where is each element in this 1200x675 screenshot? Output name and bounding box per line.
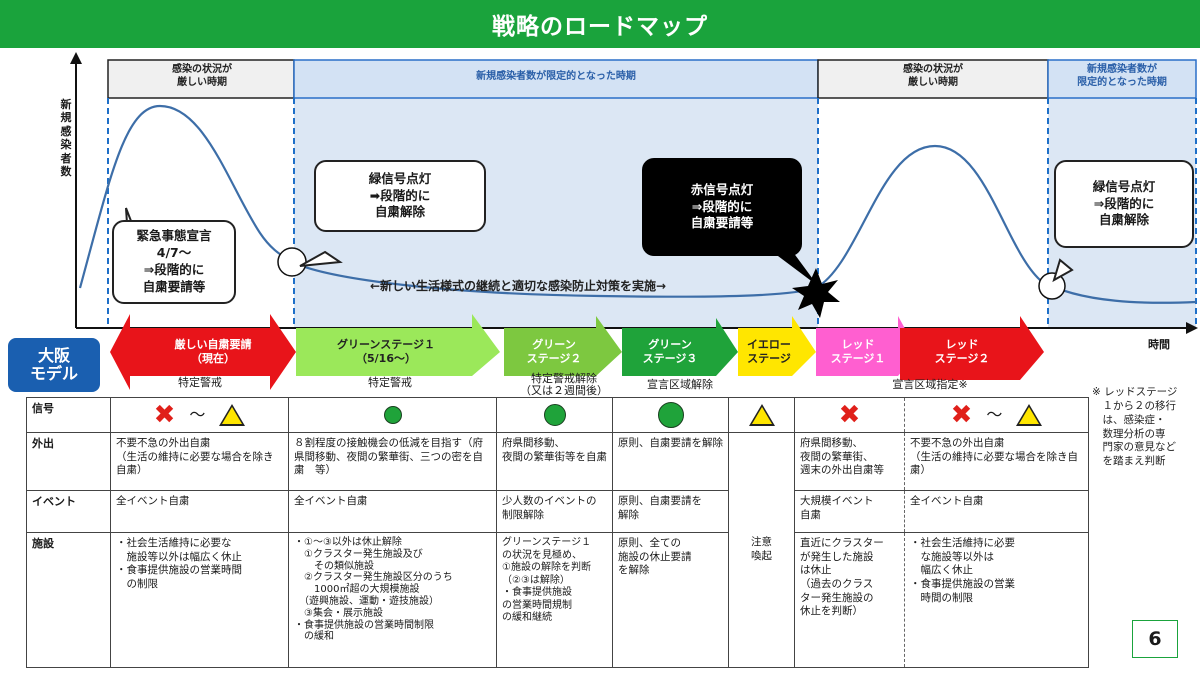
signal-green-1 [288,397,497,433]
x-axis-arrow [1186,322,1198,334]
stage-label-green-3: グリーン ステージ３ [642,338,698,365]
signal-yellow [728,397,795,433]
marker-red-light-burst [792,268,840,318]
outing-red-2: 不要不急の外出自粛 （生活の維持に必要な場合を除き自粛） [904,432,1089,491]
tail-red [770,248,818,286]
period-label-severe-2: 感染の状況が 厳しい時期 [903,64,963,88]
header-severe-2 [817,59,1049,99]
y-axis-label: 新規感染者数 [60,98,72,179]
stage-label-green-1: グリーンステージ１ （5/16～） [336,338,435,365]
badge-line-1: 大阪 [37,345,70,365]
rowhead-facility: 施設 [26,532,111,668]
tail-green-1 [299,250,343,267]
row-event: イベント 全イベント自粛 全イベント自粛 少人数のイベントの 制限解除 原則、自… [26,490,1089,533]
yellow-triangle-icon [748,404,775,426]
outing-green-3: 原則、自粛要請を解除 [612,432,729,491]
page-number: 6 [1132,620,1178,658]
callout-green-light-1: 緑信号点灯 ➡段階的に 自粛解除 [314,160,486,232]
policy-table: 信号 ✖ ～ ✖ ✖ ～ [26,397,1089,668]
header-severe-1 [107,59,295,99]
row-outing: 外出 不要不急の外出自粛 （生活の維持に必要な場合を除き自粛） ８割程度の接触機… [26,432,1089,668]
status-label-3: 宣言区域解除 [647,378,713,391]
stage-label-red-1: レッド ステージ１ [830,338,886,365]
facility-red-1: 直近にクラスター が発生した施設 は休止 （過去のクラス ター発生施設の 休止を… [794,532,905,668]
red-cross-icon: ✖ [838,400,861,430]
callout-emergency-declaration: 緊急事態宣言 4/7～ ⇒段階的に 自粛要請等 [112,220,236,304]
yellow-attention-cell: 注意 喚起 [728,432,795,668]
outing-strict: 不要不急の外出自粛 （生活の維持に必要な場合を除き自粛） [110,432,289,491]
event-green-1: 全イベント自粛 [288,490,497,533]
tilde-text: ～ [189,404,206,424]
y-axis-arrow [70,52,82,64]
stage-label-yellow: イエロー ステージ [747,338,791,365]
green-circle-medium-icon [543,404,566,426]
tail-green-2 [1052,258,1074,283]
green-circle-small-icon [383,406,402,424]
stage-arrow-green-3 [622,318,738,376]
signal-red-2: ✖ ～ [904,397,1089,433]
osaka-model-badge: 大阪 モデル [8,338,100,392]
facility-green-2: グリーンステージ１ の状況を見極め、 ①施設の解除を判断（②③は解除） ・食事提… [496,532,613,668]
stage-arrow-yellow [738,316,816,376]
event-strict: 全イベント自粛 [110,490,289,533]
stage-arrow-strict [110,314,296,390]
stage-label-green-2: グリーン ステージ２ [526,338,582,365]
badge-line-2: モデル [29,364,78,383]
red-cross-icon: ✖ [153,400,176,430]
stage-arrow-green-1 [296,314,500,376]
new-lifestyle-note: ←新しい生活様式の継続と適切な感染防止対策を実施→ [370,279,667,293]
signal-strict: ✖ ～ [110,397,289,433]
stage-arrow-red-2 [900,316,1044,380]
status-label-0: 特定警戒 [178,376,222,389]
rowhead-outing: 外出 [26,432,111,491]
stage-arrow-green-2 [504,316,622,376]
event-green-2: 少人数のイベントの 制限解除 [496,490,613,533]
callout-red-light: 赤信号点灯 ⇒段階的に 自粛要請等 [642,158,802,256]
signal-red-1: ✖ [794,397,905,433]
status-label-1: 特定警戒 [368,376,412,389]
stage-label-strict: 厳しい自粛要請 （現在） [174,338,252,365]
yellow-triangle-icon [219,404,246,426]
band-severe-2 [818,60,1048,328]
green-circle-large-icon [657,402,684,428]
header-limited-2 [1047,59,1197,99]
facility-red-2: ・社会生活維持に必要 な施設等以外は 幅広く休止 ・食事提供施設の営業 時間の制… [904,532,1089,668]
callout-green-light-2: 緑信号点灯 ⇒段階的に 自粛解除 [1054,160,1194,248]
marker-green-light-2 [1038,272,1066,300]
rowhead-signal: 信号 [26,397,111,433]
row-facility: 施設 ・社会生活維持に必要な 施設等以外は幅広く休止 ・食事提供施設の営業時間 … [26,532,1089,668]
event-green-3: 原則、自粛要請を 解除 [612,490,729,533]
stage-arrows [110,314,1044,390]
facility-green-1: ・①～③以外は休止解除 ①クラスター発生施設及び その類似施設 ②クラスター発生… [288,532,497,668]
event-red-2: 全イベント自粛 [904,490,1089,533]
title-bar: 戦略のロードマップ [0,0,1200,48]
period-label-severe-1: 感染の状況が 厳しい時期 [172,64,232,88]
signal-green-2 [496,397,613,433]
rowhead-event: イベント [26,490,111,533]
period-label-limited-1: 新規感染者数が限定的となった時期 [476,71,636,82]
x-axis-label: 時間 [1148,338,1170,351]
status-label-4: 宣言区域指定※ [892,378,968,391]
facility-green-3: 原則、全ての 施設の休止要請 を解除 [612,532,729,668]
facility-strict: ・社会生活維持に必要な 施設等以外は幅広く休止 ・食事提供施設の営業時間 の制限 [110,532,289,668]
row-signal: 信号 ✖ ～ ✖ ✖ ～ [26,397,1089,433]
outing-red-1: 府県間移動、 夜間の繁華街、 週末の外出自粛等 [794,432,905,491]
header-limited-1 [293,59,819,99]
page-title: 戦略のロードマップ [492,14,708,40]
yellow-triangle-icon [1016,404,1043,426]
red-cross-icon: ✖ [950,400,973,430]
status-label-2: 特定警戒解除 （又は２週間後） [520,372,608,398]
tilde-text: ～ [986,404,1003,424]
period-label-limited-2: 新規感染者数が 限定的となった時期 [1077,64,1167,88]
outing-green-2: 府県間移動、 夜間の繁華街等を自粛 [496,432,613,491]
outing-green-1: ８割程度の接触機会の低減を目指す（府県間移動、夜間の繁華街、三つの密を自粛 等） [288,432,497,491]
infection-curve [78,104,1197,304]
red-stage-note: ※ レッドステージ １から２の移行 は、感染症・ 数理分析の専 門家の意見など … [1092,386,1178,468]
event-red-1: 大規模イベント 自粛 [794,490,905,533]
stage-arrow-red-1 [816,316,918,376]
signal-green-3 [612,397,729,433]
stage-label-red-2: レッド ステージ２ [934,338,990,365]
marker-green-light-1 [277,247,307,277]
